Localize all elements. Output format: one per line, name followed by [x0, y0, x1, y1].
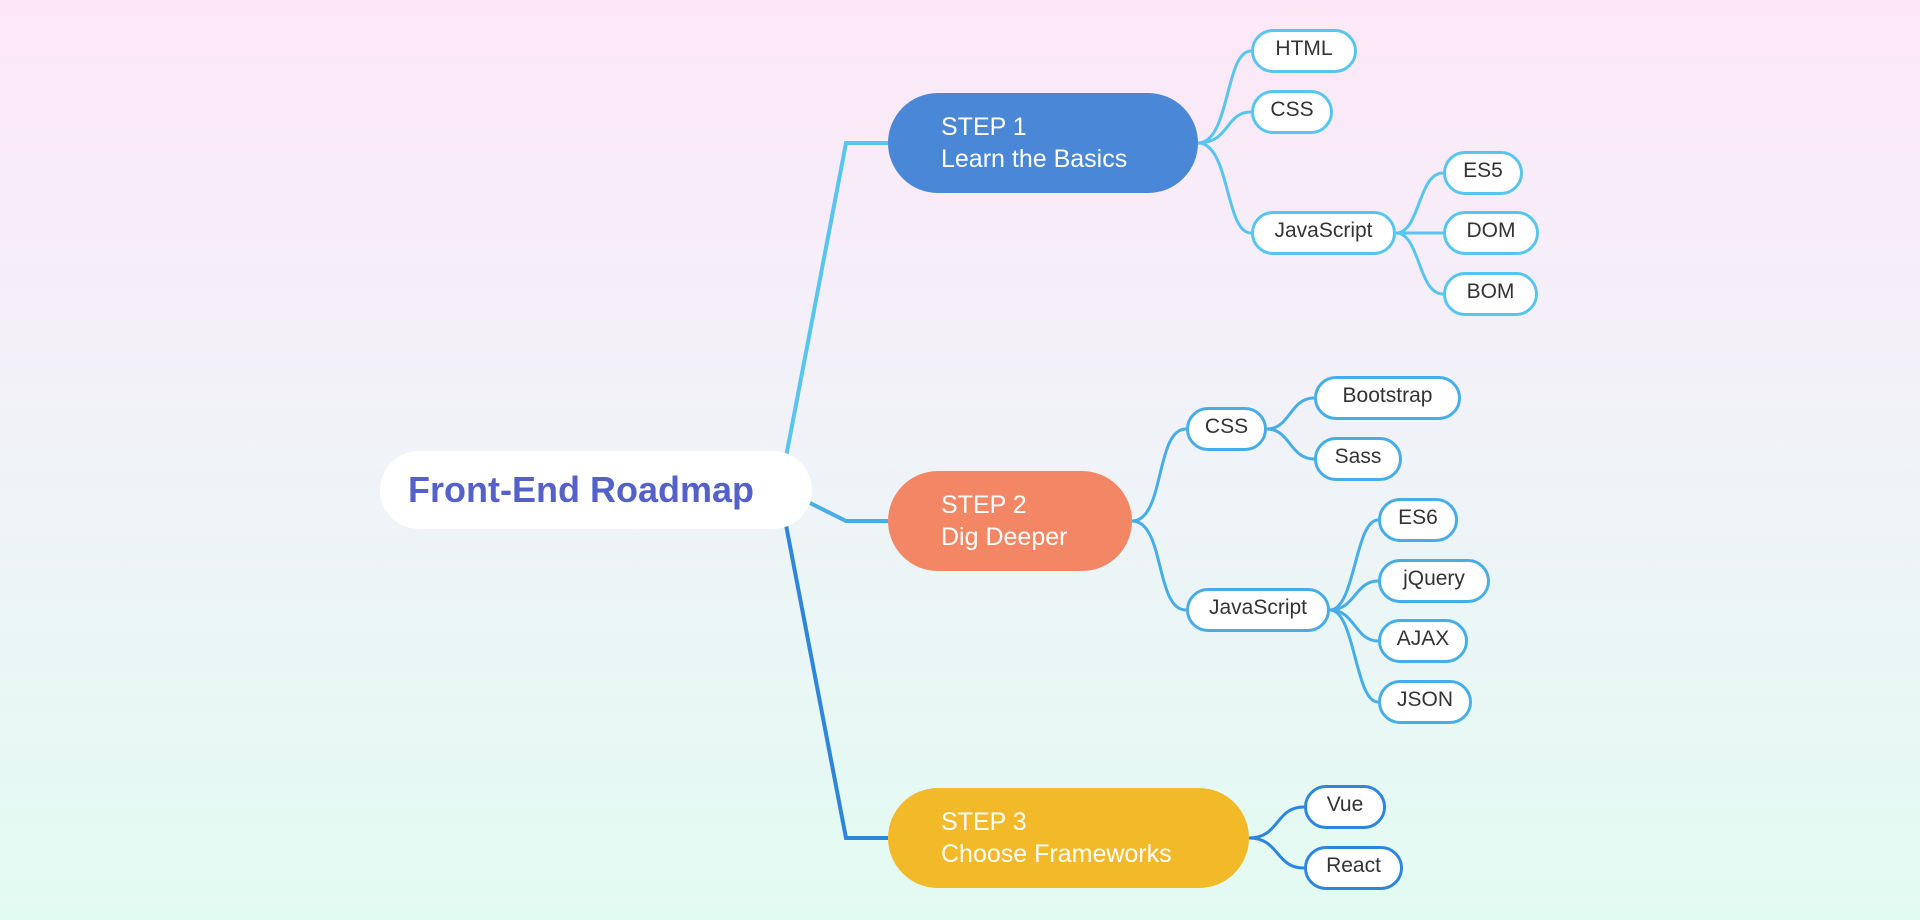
node-html-label: HTML: [1275, 36, 1333, 60]
node-react[interactable]: React: [1304, 846, 1403, 890]
step2-label: STEP 2: [941, 491, 1027, 519]
node-ajax[interactable]: AJAX: [1378, 619, 1468, 663]
step2-title: Dig Deeper: [941, 523, 1068, 551]
connector-css2-bootstrap: [1266, 396, 1315, 431]
root-label: Front-End Roadmap: [408, 469, 754, 510]
node-javascript-deeper-label: JavaScript: [1208, 595, 1308, 619]
root-node[interactable]: Front-End Roadmap: [380, 451, 812, 529]
node-bootstrap-label: Bootstrap: [1342, 383, 1433, 407]
connector-root-step1: [784, 141, 888, 458]
connector-css2-sass: [1266, 427, 1315, 461]
node-bom[interactable]: BOM: [1443, 272, 1538, 316]
node-html[interactable]: HTML: [1251, 29, 1357, 73]
node-jquery[interactable]: jQuery: [1378, 559, 1490, 603]
node-dom-label: DOM: [1466, 218, 1516, 242]
node-react-label: React: [1326, 853, 1381, 877]
connector-step3-vue: [1248, 805, 1305, 840]
connector-root-step2: [809, 501, 888, 523]
connector-step1-javascript: [1197, 141, 1252, 235]
node-css-basic[interactable]: CSS: [1251, 90, 1333, 134]
node-es6[interactable]: ES6: [1378, 498, 1458, 542]
connector-step1-html: [1197, 49, 1252, 145]
node-sass-label: Sass: [1334, 444, 1382, 468]
connector-js1-bom: [1395, 231, 1444, 296]
connector-js2-es6: [1329, 518, 1379, 612]
connector-js2-json: [1329, 608, 1379, 704]
step1-label: STEP 1: [941, 113, 1027, 141]
connector-js2-jquery: [1329, 579, 1379, 612]
node-es5-label: ES5: [1463, 158, 1503, 182]
node-json[interactable]: JSON: [1378, 680, 1472, 724]
connector-js1-es5: [1395, 171, 1444, 235]
node-dom[interactable]: DOM: [1443, 211, 1539, 255]
node-vue-label: Vue: [1326, 792, 1364, 816]
step1-node[interactable]: STEP 1 Learn the Basics: [888, 93, 1198, 193]
node-bootstrap[interactable]: Bootstrap: [1314, 376, 1461, 420]
step2-node[interactable]: STEP 2 Dig Deeper: [888, 471, 1132, 571]
connector-step2-css: [1131, 427, 1187, 523]
node-ajax-label: AJAX: [1396, 626, 1450, 650]
connector-step2-javascript: [1131, 519, 1187, 612]
node-es5[interactable]: ES5: [1443, 151, 1523, 195]
node-jquery-label: jQuery: [1403, 566, 1465, 590]
node-css-basic-label: CSS: [1270, 97, 1314, 121]
step3-title: Choose Frameworks: [941, 840, 1172, 868]
node-css-deeper-label: CSS: [1204, 414, 1249, 438]
node-sass[interactable]: Sass: [1314, 437, 1402, 481]
connector-step3-react: [1248, 836, 1305, 870]
node-javascript-basic-label: JavaScript: [1274, 218, 1373, 242]
node-es6-label: ES6: [1398, 505, 1438, 529]
connector-step1-css: [1197, 110, 1252, 145]
node-javascript-basic[interactable]: JavaScript: [1251, 211, 1396, 255]
node-vue[interactable]: Vue: [1304, 785, 1386, 829]
connector-root-step3: [784, 524, 888, 840]
node-css-deeper[interactable]: CSS: [1186, 407, 1267, 451]
node-javascript-deeper[interactable]: JavaScript: [1186, 588, 1330, 632]
step3-label: STEP 3: [941, 808, 1027, 836]
step1-title: Learn the Basics: [941, 145, 1128, 173]
step3-node[interactable]: STEP 3 Choose Frameworks: [888, 788, 1249, 888]
node-json-label: JSON: [1396, 687, 1453, 711]
node-bom-label: BOM: [1466, 279, 1515, 303]
